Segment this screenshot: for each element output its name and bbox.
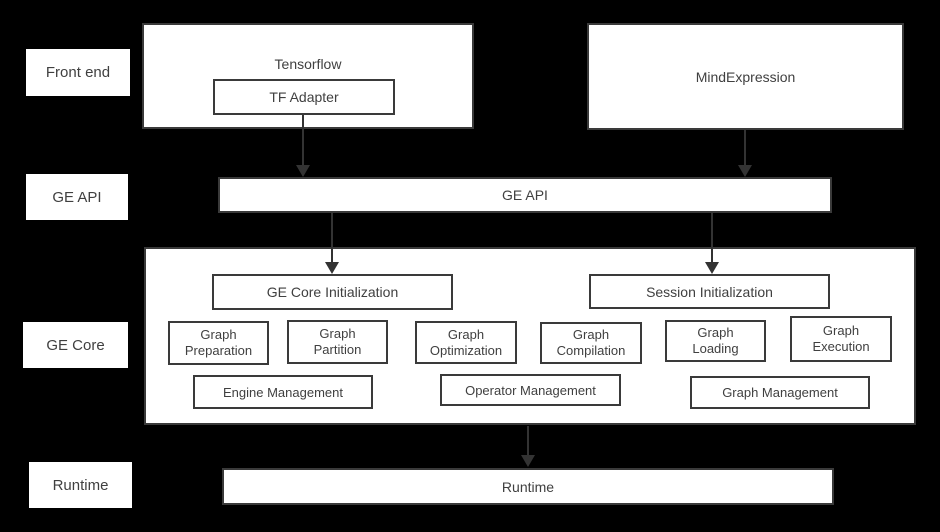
- engine-management-box: Engine Management: [193, 375, 373, 409]
- ge-api-bar: GE API: [218, 177, 832, 213]
- graph-partition-box: Graph Partition: [287, 320, 388, 364]
- side-label-ge-api: GE API: [26, 174, 128, 220]
- ge-core-initialization-box: GE Core Initialization: [212, 274, 453, 310]
- graph-loading-box: Graph Loading: [665, 320, 766, 362]
- arrow-ge-api-to-session-initialization: [711, 213, 713, 262]
- arrow-mindexpression-to-ge-api: [744, 130, 746, 165]
- tf-adapter-box: TF Adapter: [213, 79, 395, 115]
- side-label-ge-core: GE Core: [23, 322, 128, 368]
- graph-preparation-box: Graph Preparation: [168, 321, 269, 365]
- graph-execution-box: Graph Execution: [790, 316, 892, 362]
- session-initialization-box: Session Initialization: [589, 274, 830, 309]
- arrow-ge-core-to-runtime: [527, 426, 529, 455]
- graph-optimization-box: Graph Optimization: [415, 321, 517, 364]
- arrow-tf-adapter-to-ge-api: [302, 115, 304, 165]
- arrow-ge-api-to-ge-core-initialization: [331, 213, 333, 262]
- runtime-bar: Runtime: [222, 468, 834, 505]
- mindexpression-box: MindExpression: [587, 23, 904, 130]
- graph-compilation-box: Graph Compilation: [540, 322, 642, 364]
- side-label-runtime: Runtime: [29, 462, 132, 508]
- operator-management-box: Operator Management: [440, 374, 621, 406]
- graph-management-box: Graph Management: [690, 376, 870, 409]
- tensorflow-label: Tensorflow: [274, 56, 342, 72]
- side-label-front-end: Front end: [26, 49, 130, 96]
